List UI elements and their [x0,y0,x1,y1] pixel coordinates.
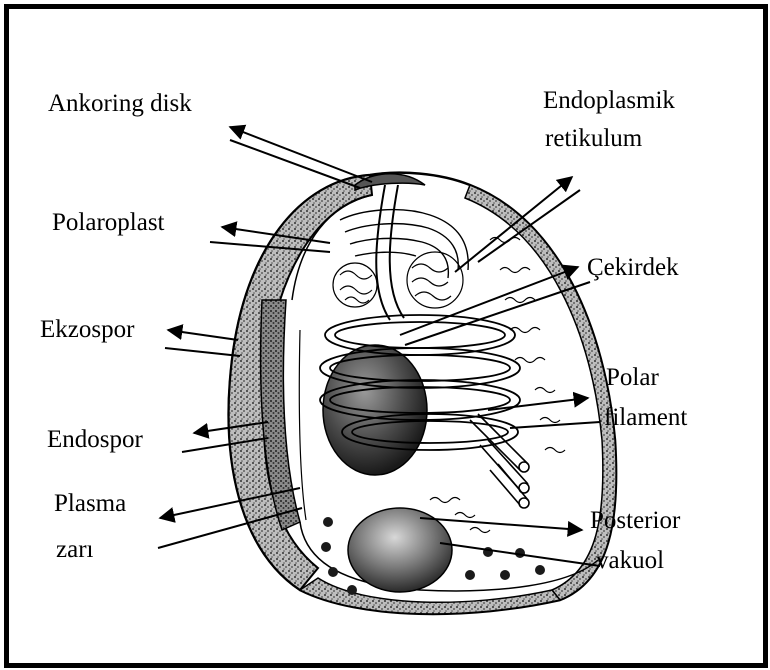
spore-body [229,173,616,614]
label-polar: Polar [606,362,659,394]
label-cekirdek: Çekirdek [587,252,679,284]
label-ankoring-disk: Ankoring disk [48,88,192,120]
label-retikulum: retikulum [545,123,642,155]
label-filament: filament [604,402,687,434]
label-vakuol: vakuol [596,545,664,577]
label-ekzospor: Ekzospor [40,314,134,346]
label-endospor: Endospor [47,424,143,456]
label-plasma: Plasma [54,488,126,520]
label-zari: zarı [56,534,93,566]
label-endoplasmik: Endoplasmik [543,85,675,117]
label-polaroplast: Polaroplast [52,207,165,239]
label-posterior: Posterior [590,505,680,537]
